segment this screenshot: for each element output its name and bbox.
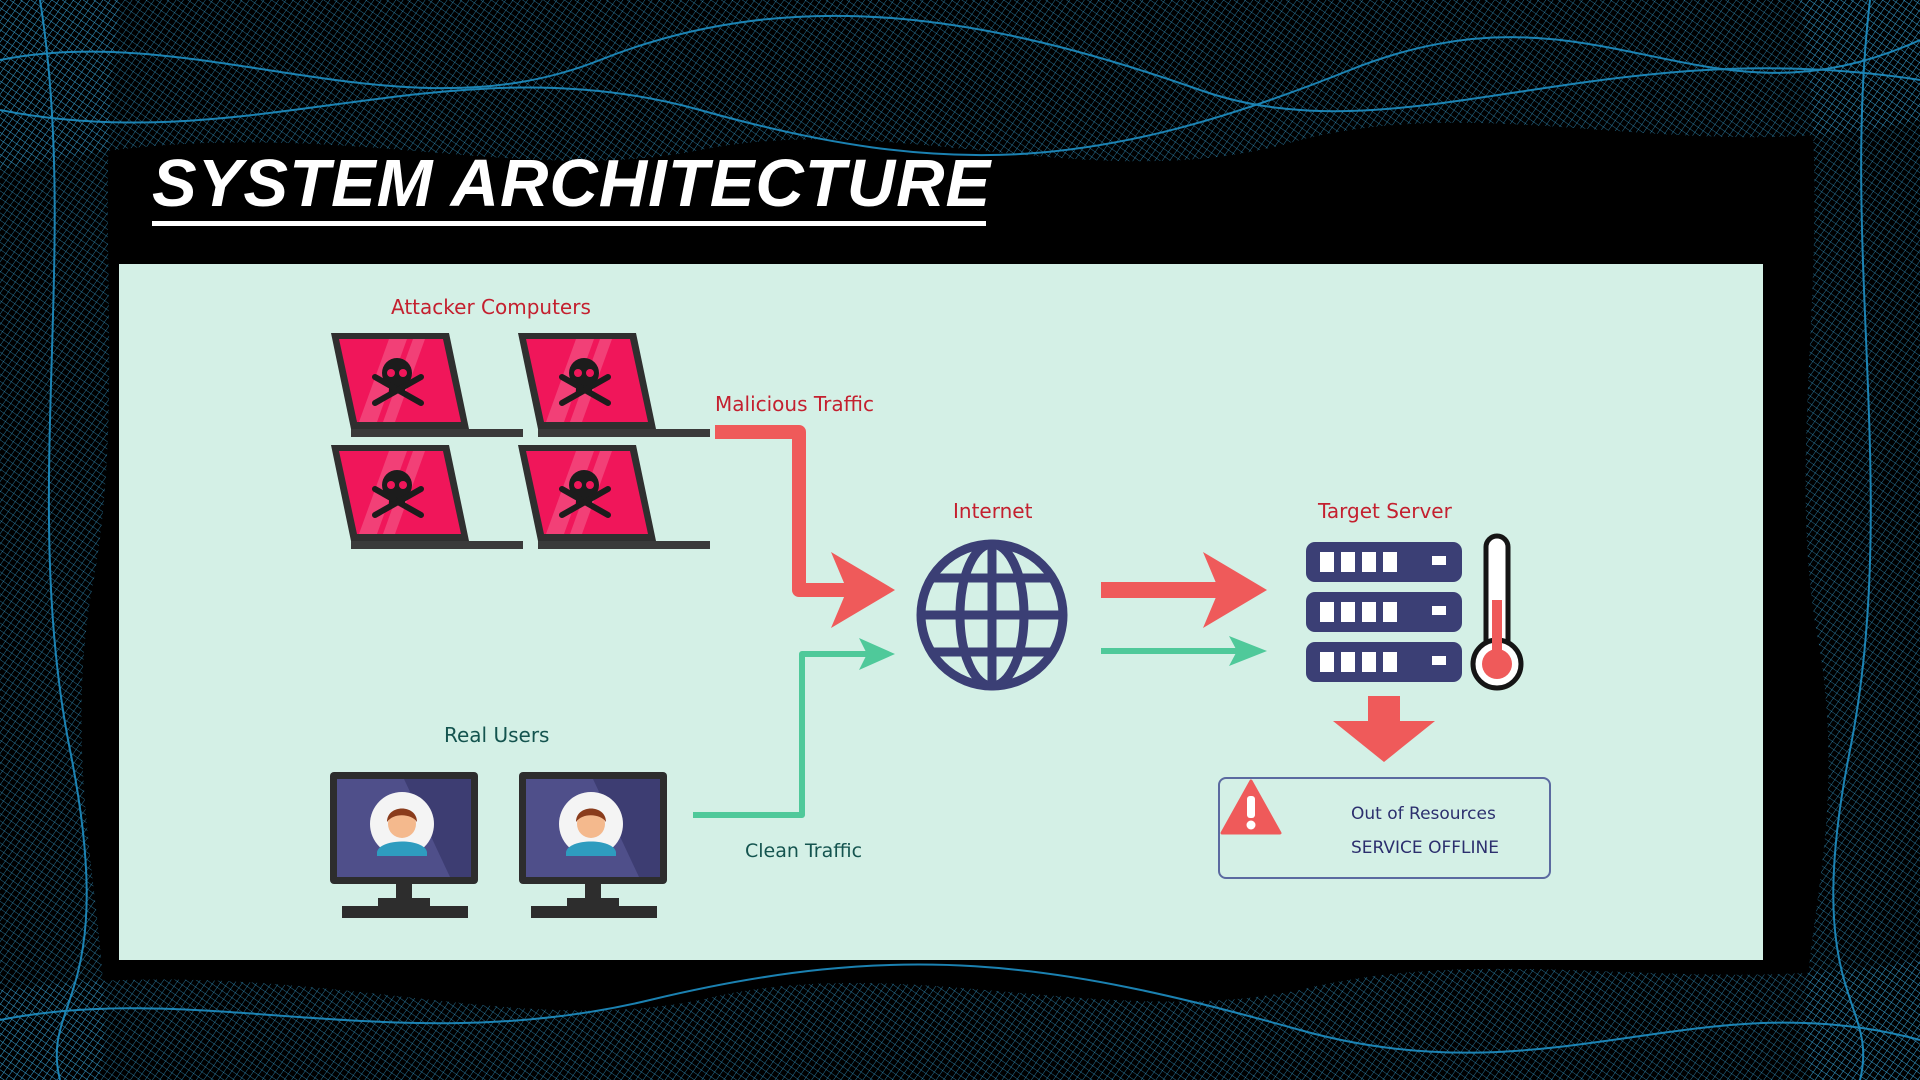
attacker-computers-label: Attacker Computers <box>391 295 591 319</box>
globe-icon <box>916 539 1068 691</box>
malicious-arrowhead-icon <box>831 552 895 628</box>
diagram-graphics <box>119 264 1524 918</box>
user-monitor-icon <box>519 772 667 918</box>
clean-traffic-label: Clean Traffic <box>745 840 863 862</box>
service-offline-text: SERVICE OFFLINE <box>1351 838 1499 858</box>
malicious-server-arrowhead-icon <box>1203 552 1267 628</box>
user-monitor-icon <box>330 772 478 918</box>
slide-title: SYSTEM ARCHITECTURE <box>152 146 992 221</box>
clean-arrowhead-icon <box>859 638 895 670</box>
attacker-laptop-icon <box>331 445 523 549</box>
malicious-traffic-label: Malicious Traffic <box>715 392 874 416</box>
thermometer-icon <box>1470 533 1524 691</box>
clean-server-arrowhead-icon <box>1229 636 1267 666</box>
malicious-traffic-arrow <box>715 425 847 597</box>
internet-label: Internet <box>953 499 1033 523</box>
title-underline <box>152 221 986 226</box>
service-offline-alert: Out of Resources SERVICE OFFLINE <box>1218 777 1551 879</box>
attacker-laptop-icon <box>518 445 710 549</box>
clean-traffic-arrow <box>693 651 871 818</box>
target-server-label: Target Server <box>1318 499 1452 523</box>
real-users-label: Real Users <box>444 723 550 747</box>
out-of-resources-text: Out of Resources <box>1351 804 1496 824</box>
down-arrow-icon <box>1333 696 1435 762</box>
server-rack-icon <box>1306 542 1462 682</box>
architecture-diagram: Attacker Computers Malicious Traffic Int… <box>119 264 1763 960</box>
attacker-laptop-icon <box>518 333 710 437</box>
attacker-laptop-icon <box>331 333 523 437</box>
warning-icon <box>1220 779 1282 835</box>
